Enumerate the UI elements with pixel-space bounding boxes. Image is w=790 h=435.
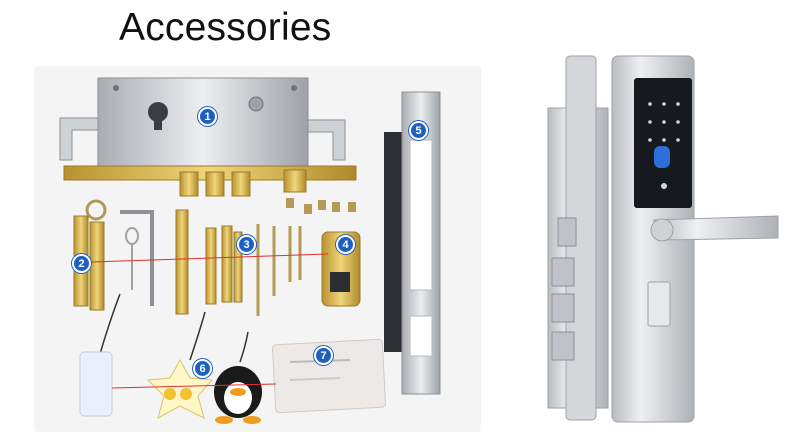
rfid-fobs [79,293,262,424]
badge-3: 3 [237,235,256,254]
page-title: Accessories [119,6,332,49]
badge-5: 5 [409,121,428,140]
access-card [271,338,387,414]
strike-plate [384,91,441,395]
smart-door-lock [547,55,779,423]
badge-7: 7 [314,346,333,365]
mortise-lock-body [59,77,357,197]
badge-1: 1 [198,107,217,126]
connector-lines [91,253,329,389]
badge-6: 6 [193,359,212,378]
spindles-and-screws [175,198,356,316]
badge-2: 2 [72,254,91,273]
badge-4: 4 [336,235,355,254]
hex-wrench [120,210,154,306]
